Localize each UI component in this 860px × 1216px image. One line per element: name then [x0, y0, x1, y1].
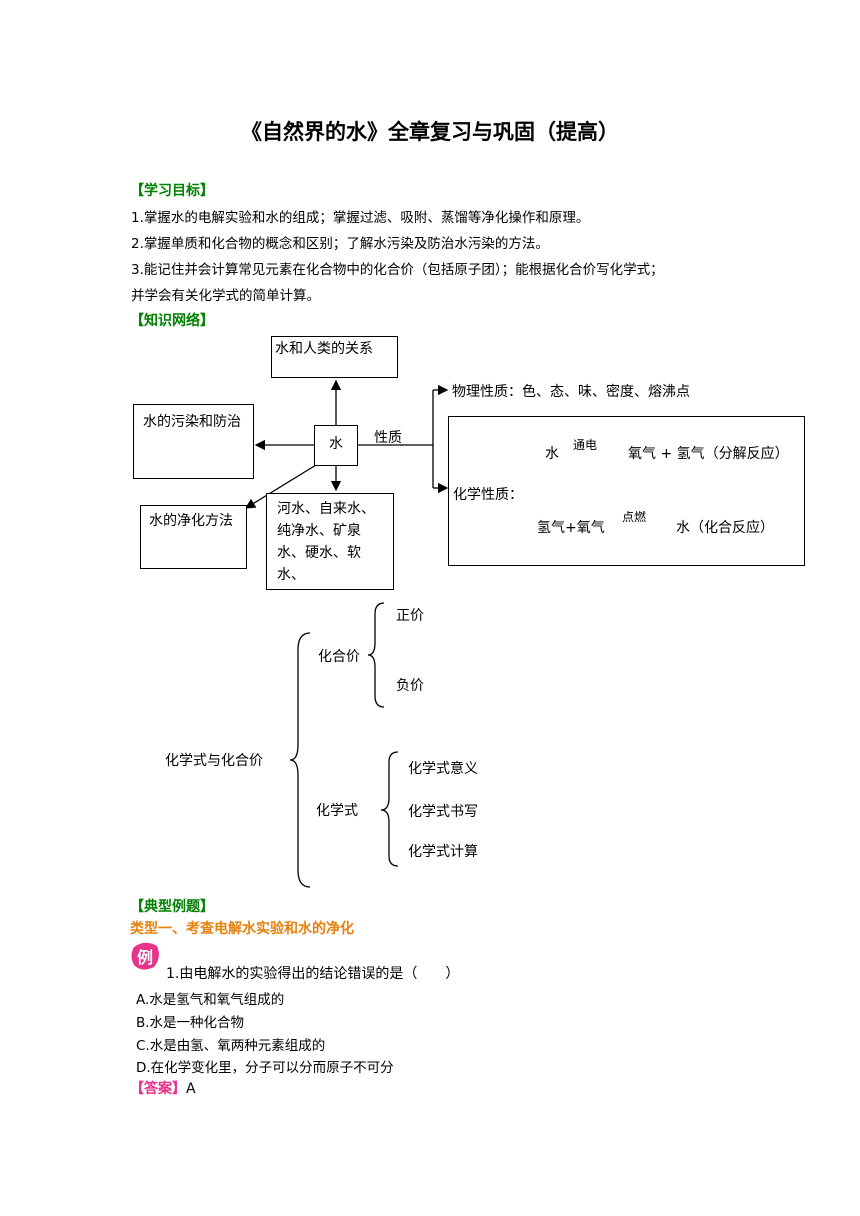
water-types-text: 河水、自来水、纯净水、矿泉水、硬水、软水、 — [277, 501, 375, 583]
purification-text: 水的净化方法 — [149, 513, 233, 529]
option-c: C.水是由氢、氧两种元素组成的 — [136, 1038, 326, 1054]
reaction2-products: 水（化合反应） — [676, 520, 774, 536]
valence-brace — [367, 602, 385, 708]
negative-valence: 负价 — [396, 678, 424, 694]
formula-label: 化学式 — [316, 803, 358, 819]
purification-box: 水的净化方法 — [140, 505, 247, 569]
water-center-box: 水 — [314, 425, 358, 466]
answer-label: 【答案】 — [130, 1081, 186, 1097]
water-types-box: 河水、自来水、纯净水、矿泉水、硬水、软水、 — [266, 493, 394, 590]
reaction1-products: 氧气 + 氢气（分解反应） — [628, 446, 789, 462]
example-badge-text: 例 — [137, 948, 154, 967]
chemical-properties-box — [448, 416, 805, 566]
example-badge: 例 — [130, 941, 160, 971]
positive-valence: 正价 — [396, 608, 424, 624]
option-d: D.在化学变化里，分子可以分而原子不可分 — [136, 1060, 394, 1076]
formula-calculation: 化学式计算 — [408, 844, 478, 860]
answer-line: 【答案】A — [130, 1078, 196, 1098]
option-a: A.水是氢气和氧气组成的 — [136, 992, 285, 1008]
formula-writing: 化学式书写 — [408, 804, 478, 820]
objectives-heading: 【学习目标】 — [130, 183, 214, 199]
relation-text: 水和人类的关系 — [275, 341, 373, 357]
pollution-box: 水的污染和防治 — [133, 404, 254, 479]
answer-value: A — [186, 1081, 196, 1097]
question-1: 1.由电解水的实验得出的结论错误的是（ ） — [166, 966, 460, 982]
root-brace — [289, 632, 311, 888]
objective-2: 2.掌握单质和化合物的概念和区别；了解水污染及防治水污染的方法。 — [131, 236, 549, 252]
chemical-label: 化学性质： — [453, 487, 523, 503]
reaction1-reactant: 水 — [545, 446, 559, 462]
valence-label: 化合价 — [318, 649, 360, 665]
reaction2-reactants: 氢气+氧气 — [537, 520, 605, 536]
page-title: 《自然界的水》全章复习与巩固（提高） — [241, 120, 619, 144]
formula-brace — [380, 751, 399, 867]
formula-meaning: 化学式意义 — [408, 761, 478, 777]
type-one-heading: 类型一、考查电解水实验和水的净化 — [130, 921, 354, 937]
network-heading: 【知识网络】 — [130, 313, 214, 329]
example-badge-icon — [131, 942, 159, 970]
physical-properties: 物理性质：色、态、味、密度、熔沸点 — [452, 384, 690, 400]
properties-label: 性质 — [374, 430, 402, 446]
reaction1-condition: 通电 — [573, 438, 598, 452]
objective-1: 1.掌握水的电解实验和水的组成；掌握过滤、吸附、蒸馏等净化操作和原理。 — [131, 210, 590, 226]
option-b: B.水是一种化合物 — [136, 1015, 245, 1031]
relation-box: 水和人类的关系 — [271, 336, 398, 378]
objective-4: 并学会有关化学式的简单计算。 — [131, 288, 320, 304]
formula-map-root: 化学式与化合价 — [165, 753, 263, 769]
examples-heading: 【典型例题】 — [130, 899, 214, 915]
reaction2-condition: 点燃 — [622, 510, 647, 524]
water-center-text: 水 — [329, 436, 343, 452]
arrow-to-purification — [244, 464, 317, 509]
pollution-text: 水的污染和防治 — [143, 414, 241, 430]
objective-3: 3.能记住并会计算常见元素在化合物中的化合价（包括原子团）；能根据化合价写化学式… — [131, 262, 664, 278]
